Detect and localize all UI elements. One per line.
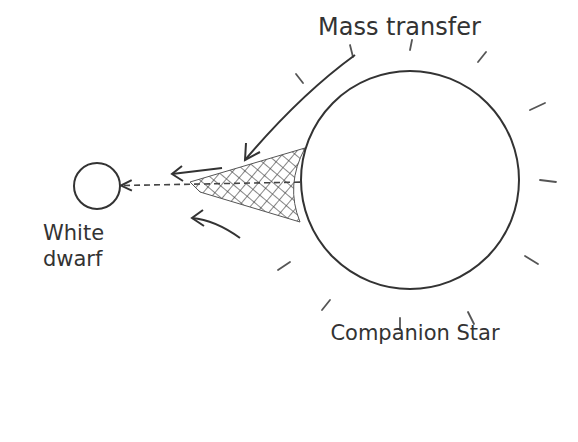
- flow-head: [172, 166, 183, 181]
- circle-outline: [73, 162, 121, 210]
- companion-star: Companion Star: [300, 70, 520, 290]
- flow-arrow: [192, 218, 240, 238]
- node-label: White dwarf: [43, 220, 143, 272]
- node-label: Companion Star: [330, 320, 500, 346]
- leader-head: [245, 143, 260, 160]
- annotation-label: Mass transfer: [318, 12, 481, 42]
- white-dwarf: White dwarf: [73, 162, 121, 210]
- circle-outline: [300, 70, 520, 290]
- mass-transfer-stream: [121, 180, 300, 190]
- flow-head: [192, 210, 204, 226]
